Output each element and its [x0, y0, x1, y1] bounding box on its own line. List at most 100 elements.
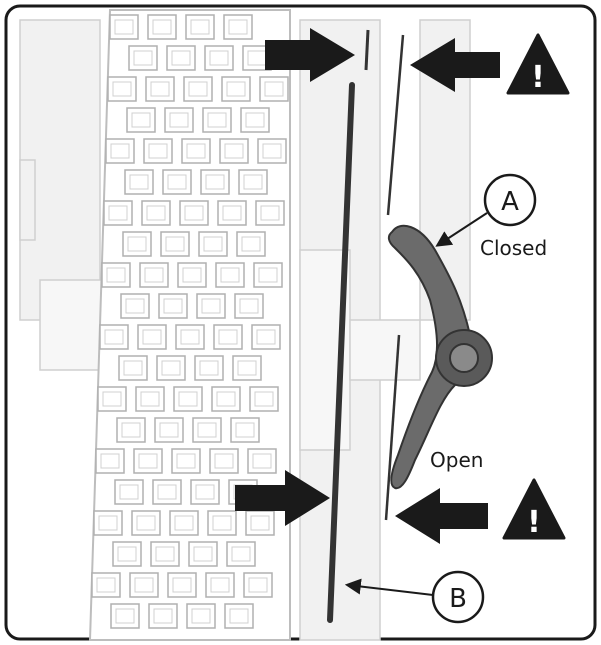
tread-block [107, 76, 137, 102]
tread-block-inner [150, 81, 170, 97]
tread-block [185, 14, 215, 40]
tread-block [93, 510, 123, 536]
tread-block-inner [205, 174, 225, 190]
tread-block-inner [157, 484, 177, 500]
tread-block [230, 417, 260, 443]
tread-block [243, 572, 273, 598]
tread-block [101, 262, 131, 288]
tread-block [143, 138, 173, 164]
tread-block-inner [182, 267, 202, 283]
tread-block [145, 76, 175, 102]
callout-a: A [435, 173, 537, 247]
tread-block-inner [248, 577, 268, 593]
tread-block [129, 572, 159, 598]
tread-block-inner [153, 608, 173, 624]
tread-block [122, 231, 152, 257]
tread-block-inner [231, 546, 251, 562]
tread-block-inner [112, 81, 132, 97]
tread-block [217, 200, 247, 226]
tread-block [160, 231, 190, 257]
tread-block [179, 200, 209, 226]
tread-block [110, 603, 140, 629]
tread-block-inner [106, 267, 126, 283]
tread-block [126, 107, 156, 133]
tread-block-inner [252, 453, 272, 469]
tread-block [238, 169, 268, 195]
tread-block [141, 200, 171, 226]
tread-block-inner [131, 112, 151, 128]
tread-block-inner [188, 81, 208, 97]
tread-block-inner [262, 143, 282, 159]
tread-block-inner [241, 236, 261, 252]
tread-block [177, 262, 207, 288]
tread-block [164, 107, 194, 133]
tread-block [162, 169, 192, 195]
tread-block [148, 603, 178, 629]
tread-block-inner [199, 360, 219, 376]
tread-block-inner [96, 577, 116, 593]
tread-block [221, 76, 251, 102]
tread-block-inner [218, 329, 238, 345]
tread-block [211, 386, 241, 412]
tread-block [109, 14, 139, 40]
tread-block-inner [161, 360, 181, 376]
tread-block-inner [226, 81, 246, 97]
tread-block [188, 541, 218, 567]
tread-block-inner [119, 484, 139, 500]
open-label: Open [430, 448, 483, 472]
tread-block [219, 138, 249, 164]
tread-block-inner [229, 608, 249, 624]
tread-block-inner [117, 546, 137, 562]
tread-block-inner [190, 19, 210, 35]
brake-rotor [327, 29, 370, 623]
tread-block-inner [136, 515, 156, 531]
tread-block-inner [209, 50, 229, 66]
tread-block [147, 14, 177, 40]
tread-block-inner [216, 391, 236, 407]
tread-block-inner [134, 577, 154, 593]
tread-block [234, 293, 264, 319]
tread-block-inner [228, 19, 248, 35]
tread-block [112, 541, 142, 567]
tread-block [156, 355, 186, 381]
tread-block-inner [176, 453, 196, 469]
tread-block [139, 262, 169, 288]
arrow-right-top-icon [265, 28, 355, 82]
quick-release-lever[interactable] [387, 224, 493, 490]
tread-block [198, 231, 228, 257]
tread-block [137, 324, 167, 350]
tread-block-inner [224, 143, 244, 159]
tread-block-inner [237, 360, 257, 376]
tread-block [154, 417, 184, 443]
tread-block [166, 45, 196, 71]
tread-block-inner [100, 453, 120, 469]
tread-block-inner [114, 19, 134, 35]
tread-block-inner [222, 205, 242, 221]
tread-block [224, 603, 254, 629]
arrow-right-bottom-icon [235, 470, 330, 526]
tread-block-inner [197, 422, 217, 438]
tread-block-inner [214, 453, 234, 469]
tread-block [196, 293, 226, 319]
tread-block-inner [235, 422, 255, 438]
tread-block-inner [254, 391, 274, 407]
arrow-left-bottom-icon [395, 488, 488, 544]
tread-block-inner [148, 143, 168, 159]
tread-block-inner [172, 577, 192, 593]
tread-block [255, 200, 285, 226]
tread-block-inner [121, 422, 141, 438]
tread-block [249, 386, 279, 412]
tread-block-inner [142, 329, 162, 345]
warning-triangle-icon-bottom: ! [502, 478, 566, 540]
tread-block-inner [193, 546, 213, 562]
tread-block [236, 231, 266, 257]
warning-symbol: ! [527, 505, 541, 540]
tread-block [251, 324, 281, 350]
tread-block-inner [212, 515, 232, 531]
tread-block [128, 45, 158, 71]
tread-block-inner [125, 298, 145, 314]
tread-block-inner [220, 267, 240, 283]
callout-b: B [344, 570, 485, 624]
tread-block-inner [191, 608, 211, 624]
